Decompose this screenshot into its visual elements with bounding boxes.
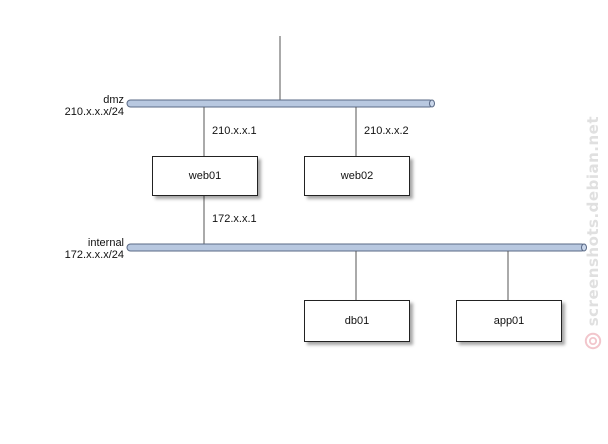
watermark-text: screenshots.debian.net — [584, 115, 602, 326]
node-web02: web02 — [304, 156, 410, 196]
watermark: screenshots.debian.net — [580, 105, 606, 350]
dmz-network-label: dmz 210.x.x.x/24 — [65, 94, 124, 118]
node-web02-label: web02 — [340, 170, 374, 182]
dmz-cidr: 210.x.x.x/24 — [64, 106, 124, 118]
node-app01-label: app01 — [493, 315, 525, 327]
node-db01: db01 — [304, 300, 410, 342]
web02-dmz-ip: 210.x.x.2 — [364, 125, 409, 137]
node-web01: web01 — [152, 156, 258, 196]
dmz-bus — [126, 99, 435, 108]
node-web01-label: web01 — [188, 170, 222, 182]
internal-name: internal — [87, 237, 124, 249]
internal-network-label: internal 172.x.x.x/24 — [65, 237, 124, 261]
dmz-name: dmz — [103, 94, 124, 106]
internal-bus — [126, 243, 587, 252]
debian-swirl-icon — [584, 332, 602, 350]
web01-internal-ip: 172.x.x.1 — [212, 213, 257, 225]
node-app01: app01 — [456, 300, 562, 342]
web01-dmz-ip: 210.x.x.1 — [212, 125, 257, 137]
internal-cidr: 172.x.x.x/24 — [64, 249, 124, 261]
node-db01-label: db01 — [344, 315, 370, 327]
